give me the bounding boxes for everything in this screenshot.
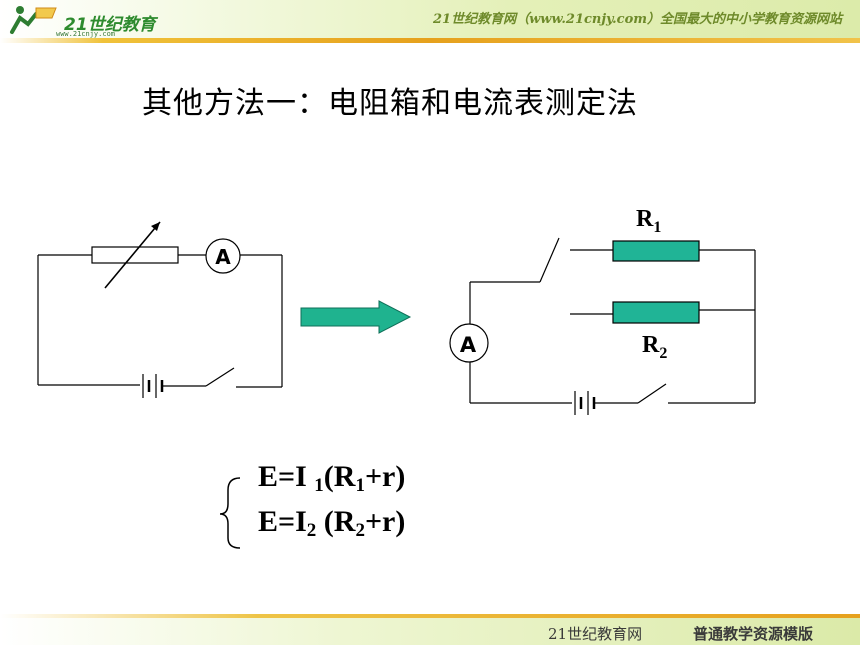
- equation-brace: [219, 477, 241, 549]
- page-title: 其他方法一：电阻箱和电流表测定法: [142, 86, 638, 121]
- right-switch-blade: [539, 237, 560, 283]
- right-circuit: [469, 237, 756, 415]
- left-ammeter: A: [205, 238, 241, 274]
- transform-arrow-icon: [300, 300, 412, 334]
- label-r2: R2: [642, 332, 667, 362]
- svg-text:A: A: [460, 333, 477, 357]
- rheostat-arrow: [104, 221, 161, 289]
- right-ammeter: A: [449, 323, 489, 363]
- logo-text: 21世纪教育: [64, 15, 156, 35]
- footer-site-name: 21世纪教育网: [548, 625, 643, 643]
- footer-bar: [0, 618, 860, 645]
- left-switch-blade: [205, 367, 235, 387]
- rheostat-resistor: [91, 246, 179, 264]
- header-rule: [0, 38, 860, 43]
- site-banner: 21世纪教育网（www.21cnjy.com）全国最大的中小学教育资源网站: [433, 12, 842, 27]
- equation-1: E=I 1(R1+r): [258, 460, 406, 496]
- right-switch-2-blade: [637, 383, 667, 404]
- footer-template-name: 普通教学资源模版: [693, 625, 814, 643]
- left-circuit: [37, 221, 283, 398]
- svg-text:A: A: [215, 245, 231, 269]
- runner-logo-icon: [10, 6, 57, 34]
- resistor-r2: [612, 301, 700, 324]
- equation-2: E=I2 (R2+r): [258, 505, 406, 541]
- logo-subtext: www.21cnjy.com: [56, 30, 116, 38]
- resistor-r1: [612, 240, 700, 262]
- footer-rule: [0, 614, 860, 618]
- label-r1: R1: [636, 206, 661, 236]
- header-bar: [0, 0, 860, 40]
